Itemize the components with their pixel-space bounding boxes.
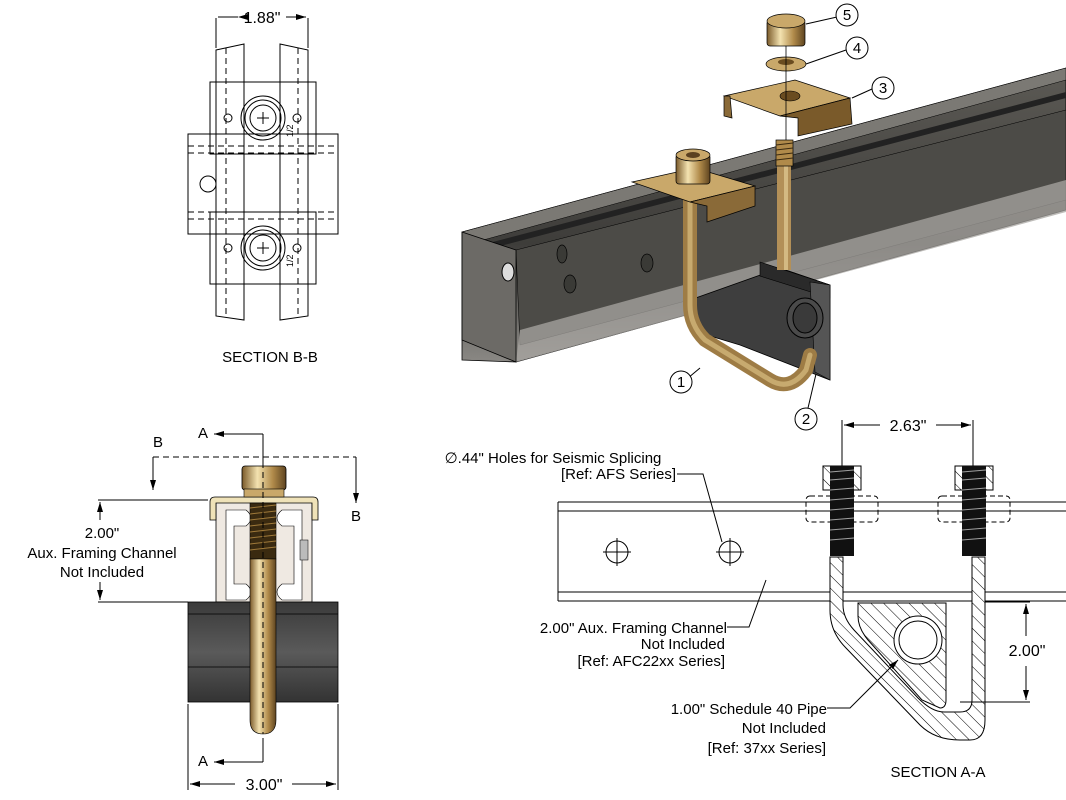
holes-note-line2: [Ref: AFS Series] — [561, 466, 676, 483]
dim-2-63: 2.63" — [890, 418, 927, 435]
section-b-label-right: B — [351, 508, 361, 525]
section-a-label-top: A — [198, 425, 208, 442]
balloon-5: 5 — [835, 3, 859, 27]
balloon-2: 2 — [794, 407, 818, 431]
balloon-4: 4 — [845, 36, 869, 60]
section-a-a-caption: SECTION A-A — [890, 764, 985, 781]
section-a-label-bottom: A — [198, 753, 208, 770]
pipe-note-line1: 1.00" Schedule 40 Pipe — [671, 701, 827, 718]
pipe-note-line3: [Ref: 37xx Series] — [708, 740, 826, 757]
dim-1-88: 1.88" — [244, 10, 281, 27]
aa-channel-note-line3: [Ref: AFC22xx Series] — [577, 653, 725, 670]
holes-note-line1: ∅.44" Holes for Seismic Splicing — [445, 450, 662, 467]
thread-note-upper: 1/2 — [285, 124, 295, 137]
isometric-view: 1 2 3 4 5 — [461, 3, 1066, 431]
dim-2-00-section: 2.00" — [1009, 643, 1046, 660]
svg-text:3: 3 — [879, 80, 887, 97]
svg-text:4: 4 — [853, 40, 861, 57]
svg-text:1: 1 — [677, 374, 685, 391]
front-view: A B B — [27, 425, 361, 794]
pipe-note-line2: Not Included — [742, 720, 826, 737]
aa-channel-note-line2: Not Included — [641, 636, 725, 653]
dim-2-00-front: 2.00" — [85, 525, 120, 542]
channel-note-line1: Aux. Framing Channel — [27, 545, 176, 562]
section-b-label-left: B — [153, 434, 163, 451]
splice-hole-2 — [716, 538, 744, 566]
section-a-a-view: 2.63" 2.00" — [445, 418, 1066, 781]
aa-channel-note-line1: 2.00" Aux. Framing Channel — [540, 620, 727, 637]
section-b-b-caption: SECTION B-B — [222, 349, 318, 366]
balloon-1: 1 — [669, 370, 693, 394]
balloon-3: 3 — [871, 76, 895, 100]
svg-text:5: 5 — [843, 7, 851, 24]
splice-hole-1 — [603, 538, 631, 566]
dim-3-00: 3.00" — [246, 777, 283, 794]
section-b-b-view: 1.88" 1/2 1/2 — [187, 10, 339, 366]
svg-text:2: 2 — [802, 411, 810, 428]
thread-note-lower: 1/2 — [285, 254, 295, 267]
channel-note-line2: Not Included — [60, 564, 144, 581]
